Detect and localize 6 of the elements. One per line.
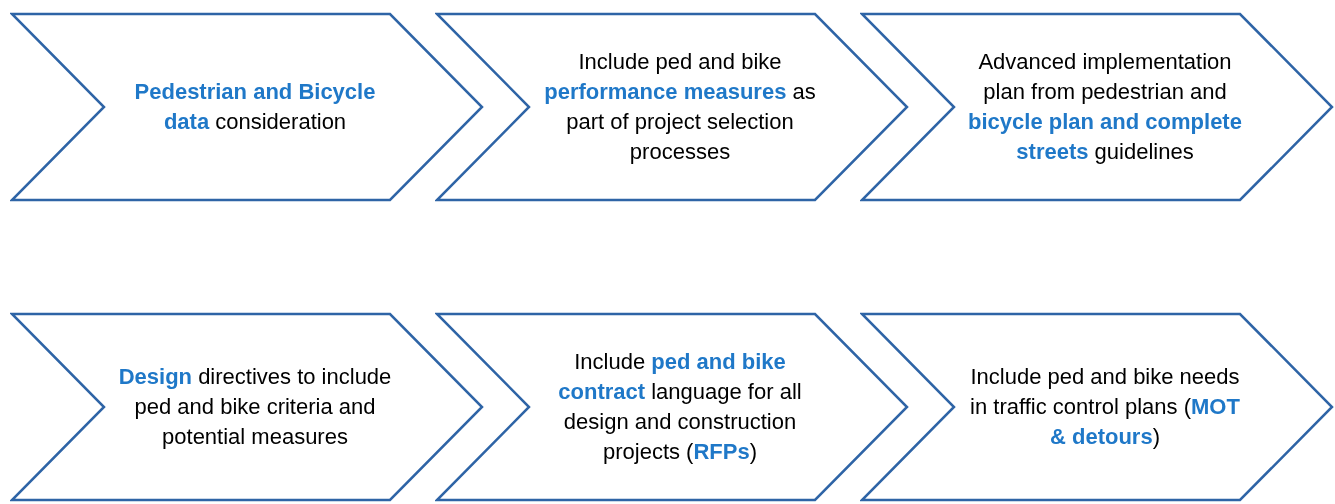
step-text: Include ped and bike performance measures as part of project selection processes [543,48,817,166]
step-text: Design directives to include ped and bike criteria and potential measures [117,363,393,451]
step-text: Include ped and bike needs in traffic control plans (MOT & detours) [969,363,1241,451]
step-text: Include ped and bike contract language for all design and construction projects (RFPs) [557,348,803,466]
step-text: Advanced implementation plan from pedestrian and bicycle plan and complete streets guidelines [967,48,1243,166]
step-text: Pedestrian and Bicycle data consideration [133,78,377,136]
